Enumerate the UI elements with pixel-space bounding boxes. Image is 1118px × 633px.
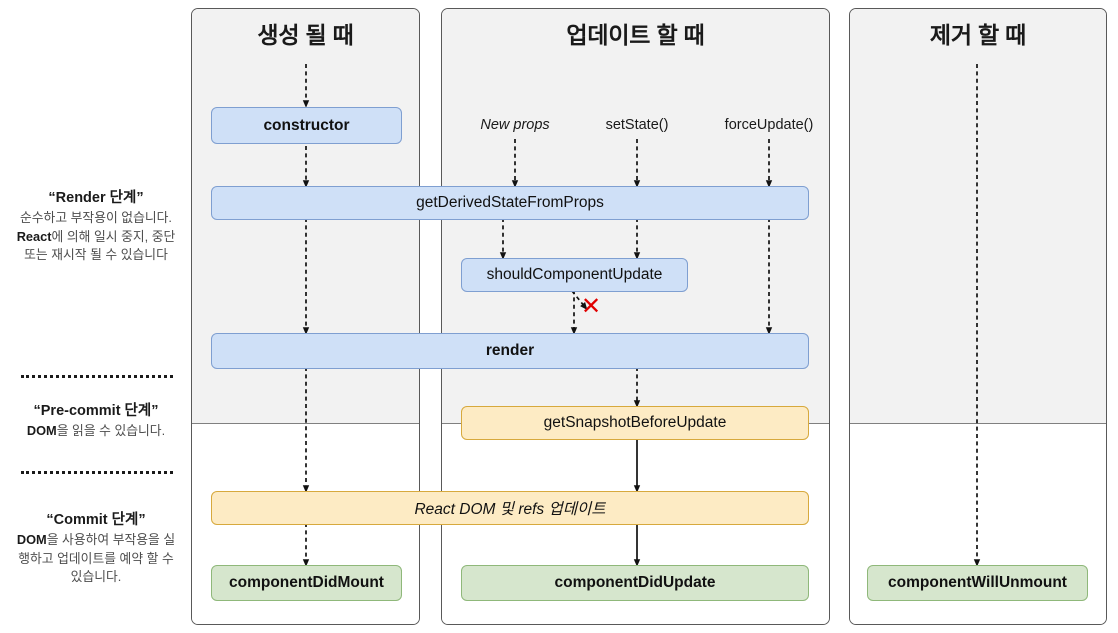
column-unmounting-render-region [850,9,1106,425]
column-title-mounting: 생성 될 때 [257,22,354,48]
phase-description-render: 순수하고 부작용이 없습니다. React에 의해 일시 중지, 중단 또는 재… [16,209,176,265]
phase-description-commit-strong: DOM [16,532,47,547]
phase-divider-top [21,375,173,378]
column-title-unmounting: 제거 할 때 [929,22,1027,48]
node-component-will-unmount[interactable]: componentWillUnmount [867,565,1088,601]
node-component-did-update[interactable]: componentDidUpdate [461,565,809,601]
node-react-dom-refs-update[interactable]: React DOM 및 refs 업데이트 [211,491,809,525]
trigger-new-props: New props [480,117,550,133]
column-title-updating: 업데이트 할 때 [566,22,705,48]
phase-description-pre-commit-tail: 을 읽을 수 있습니다. [56,423,166,438]
node-render[interactable]: render [211,333,809,369]
phase-title-render: “Render 단계” [48,190,144,206]
phase-description-commit: DOM을 사용하여 부작용을 실행하고 업데이트를 예약 할 수 있습니다. [16,531,176,587]
node-constructor[interactable]: constructor [211,107,402,144]
phase-description-render-strong: React [16,228,52,244]
phase-description-render-lead: 순수하고 부작용이 없습니다. [20,210,172,225]
phase-divider-bottom [21,471,173,474]
node-get-snapshot-before-update[interactable]: getSnapshotBeforeUpdate [461,406,809,440]
phase-description-pre-commit: DOM을 읽을 수 있습니다. [16,422,176,441]
phase-title-commit: “Commit 단계” [46,512,146,528]
column-mounting [191,8,420,625]
phase-description-render-tail: 에 의해 일시 중지, 중단 또는 재시작 될 수 있습니다 [24,228,176,263]
node-should-component-update[interactable]: shouldComponentUpdate [461,258,688,292]
node-component-did-mount[interactable]: componentDidMount [211,565,402,601]
abort-x-icon: ✕ [580,293,602,320]
trigger-set-state: setState() [605,117,669,133]
trigger-force-update: forceUpdate() [724,117,814,133]
column-unmounting [849,8,1107,625]
column-updating [441,8,830,625]
phase-description-commit-tail: 을 사용하여 부작용을 실행하고 업데이트를 예약 할 수 있습니다. [18,532,176,585]
phase-title-pre-commit: “Pre-commit 단계” [33,403,159,419]
phase-description-pre-commit-strong: DOM [26,423,57,438]
node-get-derived-state-from-props[interactable]: getDerivedStateFromProps [211,186,809,220]
